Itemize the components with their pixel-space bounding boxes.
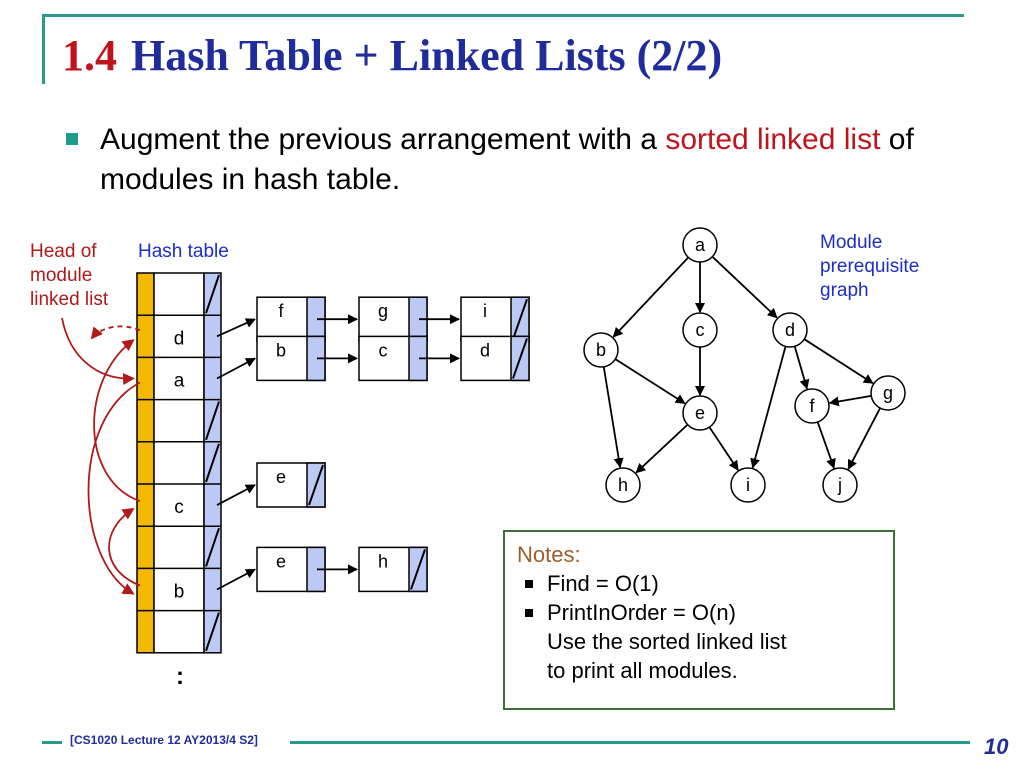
graph-node-label: c [696, 320, 705, 340]
module-graph-line: Module [820, 232, 883, 253]
head-of-list-label: Head of module linked list [30, 240, 108, 312]
sorted-next-dashed-arrow [90, 325, 141, 340]
null-pointer-slash [205, 612, 220, 652]
bullet-highlight: sorted linked list [665, 123, 881, 156]
sorted-list-arrows [61, 317, 141, 595]
notes-subtext: to print all modules. [547, 658, 738, 683]
graph-edge [816, 421, 836, 469]
hash-key-column [153, 272, 205, 654]
null-pointer-slash [205, 443, 220, 483]
chain-arrow [216, 484, 256, 506]
graph-node [730, 467, 766, 503]
title-frame-top [42, 14, 964, 17]
graph-edge [612, 256, 689, 338]
hash-chains: f g i b c d e e h [216, 296, 530, 593]
null-pointer-slash [410, 549, 426, 590]
graph-edge [602, 366, 624, 469]
sorted-link-arrow [87, 381, 141, 595]
graph-node [682, 312, 718, 348]
page-number: 10 [984, 734, 1009, 759]
chain-node-label: h [378, 551, 388, 571]
notes-box: Notes: Find = O(1) PrintInOrder = O(n) U… [503, 530, 895, 710]
graph-node-label: b [596, 340, 606, 360]
graph-node [583, 332, 619, 368]
null-pointer-slash [205, 401, 220, 441]
graph-node [682, 227, 718, 263]
footer-text: [CS1020 Lecture 12 AY2013/4 S2] [70, 733, 258, 747]
chain-node-label: i [483, 301, 487, 321]
title-text: Hash Table + Linked Lists (2/2) [131, 31, 723, 80]
graph-node-label: d [785, 320, 795, 340]
graph-edge [847, 407, 881, 470]
chain-node-label: f [278, 301, 284, 321]
footer-rule-left [42, 741, 62, 744]
graph-edge [750, 346, 787, 469]
notes-item: PrintInOrder = O(n) [517, 598, 881, 627]
notes-subtext: Use the sorted linked list [547, 629, 787, 654]
graph-edge [635, 423, 689, 474]
null-pointer-slash [512, 338, 528, 379]
graph-node [822, 467, 858, 503]
graph-edge [614, 358, 686, 405]
table-ellipsis: : [176, 663, 184, 690]
hash-slot-key: d [174, 328, 185, 349]
graph-node-label: i [746, 475, 750, 495]
module-graph-line: prerequisite [820, 256, 920, 277]
graph-node-label: e [695, 403, 705, 423]
chain-arrow [216, 318, 256, 338]
chain-node-label: c [379, 340, 388, 360]
graph-node [772, 312, 808, 348]
head-of-list-line: linked list [30, 289, 109, 310]
bullet-pre: Augment the previous arrangement with a [100, 123, 666, 156]
head-pointer-arrow [61, 317, 135, 385]
bullet-square-icon [66, 133, 78, 145]
graph-edge [711, 256, 778, 319]
head-of-list-line: module [30, 265, 93, 286]
graph-node [682, 395, 718, 431]
null-pointer-slash [205, 274, 220, 314]
bullet-post: of modules in hash table. [100, 123, 914, 196]
null-pointer-slash [512, 298, 528, 340]
notes-title: Notes: [517, 542, 581, 567]
hash-slot-key: b [174, 582, 185, 603]
graph-edge [803, 338, 874, 385]
footer-rule-right [290, 741, 970, 744]
sorted-link-arrow [108, 508, 141, 587]
graph-node-label: f [809, 396, 815, 416]
module-graph-line: graph [820, 280, 869, 301]
graph-edge [793, 346, 810, 390]
null-pointer-slash [205, 527, 220, 567]
title-frame-left [42, 14, 45, 84]
chain-node-label: e [276, 551, 286, 571]
null-pointer-slash [308, 464, 324, 506]
chain-node-label: b [276, 340, 286, 360]
hash-slot-key: c [174, 497, 184, 518]
module-graph-label: Module prerequisite graph [820, 231, 919, 303]
notes-item: Find = O(1) [517, 569, 881, 598]
hash-table-label: Hash table [138, 241, 229, 262]
graph-node-label: g [883, 383, 893, 403]
chain-arrow [216, 568, 256, 591]
chain-node-label: e [276, 467, 286, 487]
graph-node [605, 467, 641, 503]
graph-node-label: j [837, 475, 842, 495]
hash-slot-key: a [174, 371, 185, 392]
graph-node [870, 375, 906, 411]
chain-node-label: d [480, 340, 490, 360]
prerequisite-graph: a b c d e f g h i j [583, 227, 906, 503]
graph-edge [828, 394, 872, 407]
graph-edge [708, 426, 739, 471]
title-number: 1.4 [62, 31, 117, 80]
head-of-list-line: Head of [30, 241, 97, 262]
chain-node-label: g [378, 301, 388, 321]
graph-node-label: h [618, 475, 628, 495]
chain-arrow [216, 357, 256, 380]
slide-title: 1.4 Hash Table + Linked Lists (2/2) [62, 30, 722, 81]
bullet-text: Augment the previous arrangement with a … [100, 120, 960, 200]
graph-node-label: a [695, 235, 706, 255]
sorted-link-arrow [93, 339, 141, 502]
graph-node [794, 388, 830, 424]
hash-table: d a c b [136, 272, 222, 654]
